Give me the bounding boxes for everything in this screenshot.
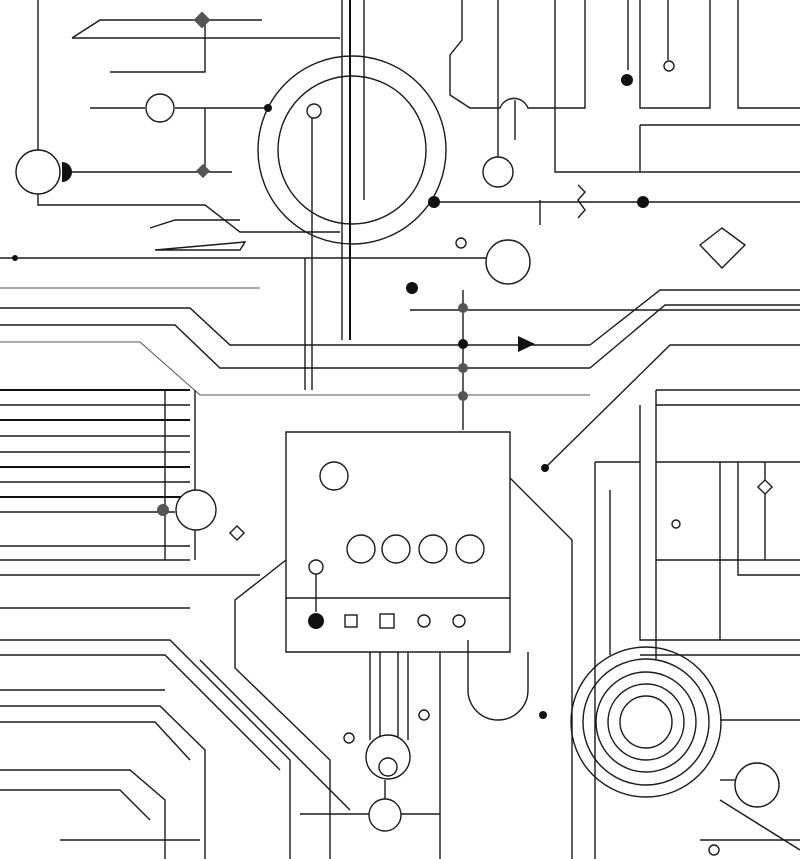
chip-pin: [452, 614, 466, 628]
diamond-icon: [756, 478, 774, 496]
node-circle: [15, 149, 61, 195]
chip-port: [308, 559, 324, 575]
diamond-icon: [228, 524, 246, 542]
chip-pin: [417, 614, 431, 628]
node-circle: [663, 60, 675, 72]
diamond-icon: [193, 11, 211, 29]
node-circle: [734, 762, 780, 808]
trace-group-top-right: [440, 0, 800, 225]
trace-group-right: [594, 389, 800, 859]
node-circle: [306, 103, 322, 119]
node-circle: [145, 93, 175, 123]
junction-dot: [637, 196, 649, 208]
trace-group-top-left: [0, 0, 500, 289]
squiggle-line: [577, 184, 586, 219]
junction-dot: [458, 339, 468, 349]
junction-dot: [406, 282, 418, 294]
half-dot: [62, 162, 72, 182]
bus-lines-left: [0, 389, 260, 609]
trace-group-bottom-center: [300, 640, 529, 859]
chip-port: [455, 534, 485, 564]
slot-shape: [154, 241, 247, 251]
node-circle: [365, 734, 411, 780]
junction-dot: [12, 255, 18, 261]
node-circle: [482, 156, 514, 188]
concentric-target: [570, 646, 722, 798]
node-circle: [671, 519, 681, 529]
arrow-right-icon: [518, 336, 535, 352]
node-circle: [175, 489, 217, 531]
node-circle: [455, 237, 467, 249]
trace-group-bottom-left: [0, 639, 351, 859]
chip-port: [418, 534, 448, 564]
junction-dot: [458, 363, 468, 373]
junction-dot: [539, 711, 547, 719]
diamond-outline: [698, 227, 747, 270]
junction-dot: [541, 464, 549, 472]
chip-pin: [308, 613, 324, 629]
chip-port: [319, 461, 349, 491]
chip-port: [381, 534, 411, 564]
junction-dot: [458, 391, 468, 401]
node-circle: [343, 732, 355, 744]
diamond-icon: [195, 163, 211, 179]
chip-port: [346, 534, 376, 564]
trace-group-middle: [0, 289, 800, 469]
node-circle: [485, 239, 531, 285]
node-circle: [708, 844, 720, 856]
node-circle: [368, 798, 402, 832]
junction-dot: [458, 303, 468, 313]
central-chip: [234, 431, 573, 859]
large-ring-top: [257, 55, 447, 245]
junction-dot: [621, 74, 633, 86]
node-circle: [378, 757, 398, 777]
chip-pin: [344, 614, 358, 628]
node-circle: [418, 709, 430, 721]
junction-dot: [157, 504, 169, 516]
junction-dot: [428, 196, 440, 208]
chip-pin: [379, 613, 395, 629]
